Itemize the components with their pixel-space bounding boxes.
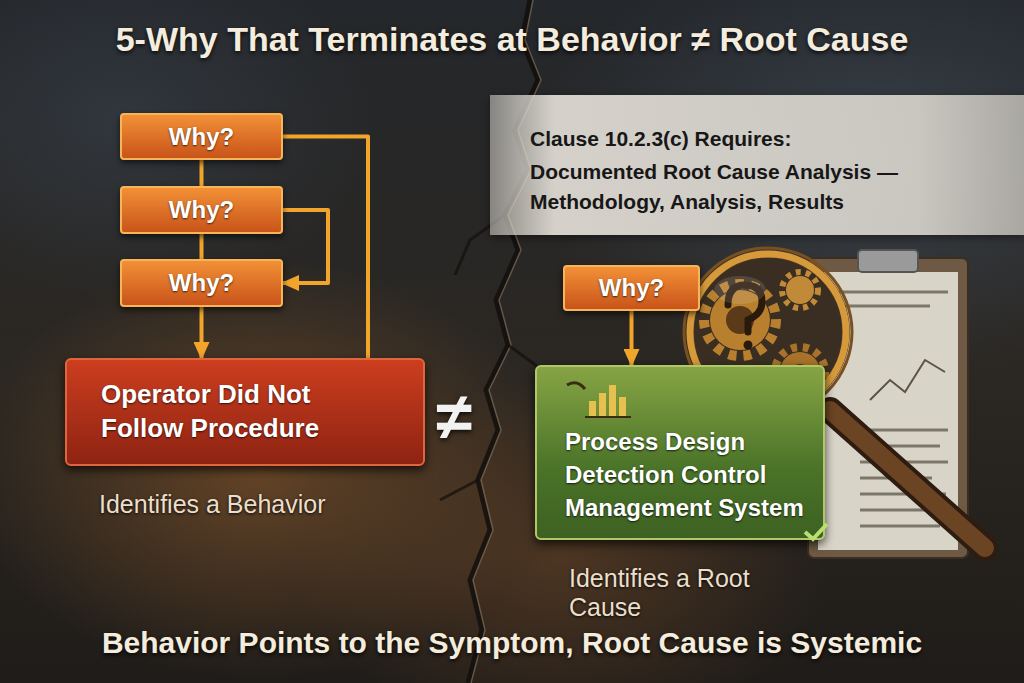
connector (283, 137, 368, 359)
panel-heading: Clause 10.2.3(c) Requires: (530, 125, 994, 153)
why-label: Why? (169, 196, 234, 224)
diagram-title: 5-Why That Terminates at Behavior ≠ Root… (10, 20, 1014, 59)
root-cause-item: Management System (565, 491, 807, 524)
why-box: Why? (120, 259, 283, 307)
node-group: Operator Did Not Follow ProcedureIdentif… (65, 358, 425, 519)
connector (283, 210, 328, 283)
chart-icon (563, 377, 633, 419)
why-box: Why? (120, 186, 283, 234)
requirement-panel: Clause 10.2.3(c) Requires: Documented Roo… (490, 95, 1024, 235)
connector (630, 311, 634, 365)
outcome-label: Identifies a Root Cause (535, 564, 825, 622)
connector (200, 160, 204, 186)
why-label: Why? (169, 269, 234, 297)
outcome-label: Identifies a Behavior (65, 490, 425, 519)
not-equal-sign: ≠ (436, 378, 472, 454)
why-box: Why? (120, 113, 283, 160)
node-group: Process DesignDetection ControlManagemen… (535, 365, 825, 622)
why-label: Why? (599, 274, 664, 302)
check-mark (803, 522, 829, 542)
behavior-text: Operator Did Not Follow Procedure (101, 378, 399, 446)
root-cause-item: Process Design (565, 425, 807, 458)
diagram-caption: Behavior Points to the Symptom, Root Cau… (10, 626, 1014, 660)
behavior-box: Operator Did Not Follow Procedure (65, 358, 425, 466)
why-box: Why? (563, 265, 700, 311)
connector (200, 234, 204, 259)
panel-body-text: Documented Root Cause Analysis — Methodo… (530, 157, 994, 216)
why-label: Why? (169, 123, 234, 151)
crack-branch (440, 215, 545, 500)
connector (200, 307, 204, 358)
root-cause-box: Process DesignDetection ControlManagemen… (535, 365, 825, 540)
root-cause-item: Detection Control (565, 458, 807, 491)
